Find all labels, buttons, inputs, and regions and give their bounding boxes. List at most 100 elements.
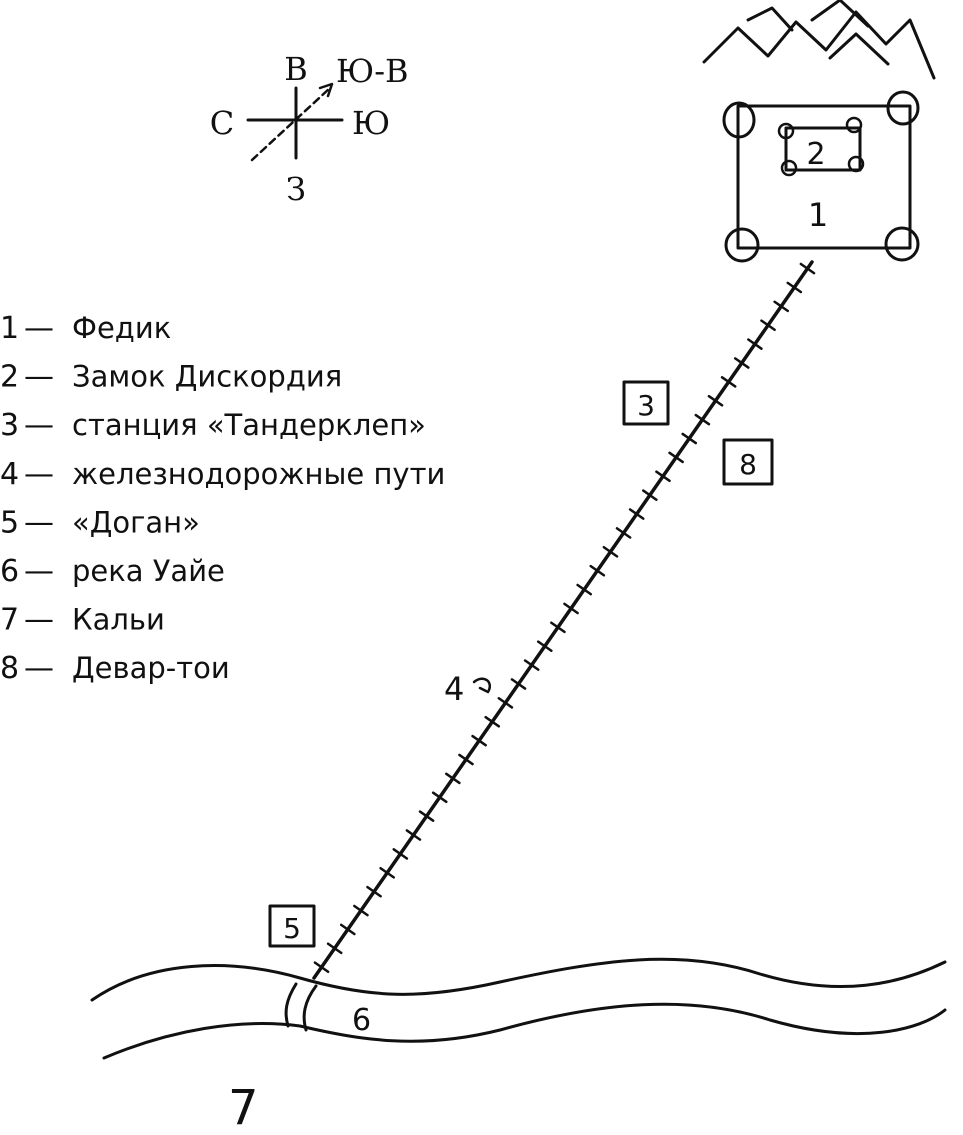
legend-number: 2 <box>0 360 19 395</box>
railroad-tie <box>510 678 527 690</box>
compass-arrow-icon <box>318 82 334 98</box>
compass-northeast-label: Ю-В <box>336 52 409 90</box>
bridge-right-edge <box>302 984 318 1032</box>
river-top-bank <box>90 957 947 1002</box>
legend-number: 7 <box>0 603 19 638</box>
railroad-tie <box>392 848 409 860</box>
railroad-tie <box>799 262 816 275</box>
marker-4: 4 <box>444 670 464 708</box>
railroad-tie <box>707 394 724 407</box>
legend-number: 5 <box>0 505 19 540</box>
railroad-tie <box>628 508 645 520</box>
river <box>90 957 947 1060</box>
legend-row: 5— «Доган» <box>0 505 200 540</box>
legend-dash: — <box>24 457 54 492</box>
legend-label: Девар-тои <box>72 651 230 685</box>
railroad-tie <box>642 489 658 501</box>
railroad-tie <box>418 810 435 822</box>
mountains-icon <box>702 0 936 80</box>
railroad-tie <box>536 640 553 653</box>
legend-number: 8 <box>0 651 19 686</box>
railroad-tie <box>366 885 382 898</box>
railroad-tie <box>747 338 763 350</box>
railroad-tie <box>694 413 711 426</box>
marker-3-box: 3 <box>622 380 670 426</box>
legend-label: железнодорожные пути <box>72 457 445 491</box>
legend-dash: — <box>24 603 54 638</box>
compass-east-label: Ю <box>352 104 390 142</box>
railroad-tie <box>379 866 395 879</box>
river-bottom-bank <box>102 1002 947 1060</box>
railroad-tie <box>773 300 789 313</box>
railroad-ties <box>313 262 816 974</box>
railroad-tie <box>602 545 619 558</box>
legend-label: река Уайе <box>72 554 225 588</box>
railroad-tie <box>497 697 514 709</box>
railroad-tie <box>589 564 606 577</box>
marker-2: 2 <box>806 137 825 172</box>
legend-row: 3—станция «Тандерклеп» <box>0 408 426 443</box>
railroad-tie <box>445 772 461 785</box>
marker-3: 3 <box>637 389 655 422</box>
railroad-tie <box>681 432 698 445</box>
marker-8: 8 <box>739 448 757 481</box>
railroad-tie <box>313 961 330 974</box>
legend-row: 2— Замок Дискордия <box>0 360 342 395</box>
railroad-tie <box>576 583 592 596</box>
railroad-tie <box>655 470 671 483</box>
legend-label: станция «Тандерклеп» <box>72 408 426 442</box>
legend-row: 4— железнодорожные пути <box>0 457 445 492</box>
railroad-tie <box>563 602 579 615</box>
railroad-tie <box>353 904 369 917</box>
compass-diagonal-dashed-line <box>250 86 332 162</box>
railroad-tracks <box>312 260 816 980</box>
legend-dash: — <box>24 651 54 686</box>
compass-north-label: В <box>284 50 308 88</box>
legend-dash: — <box>24 360 54 395</box>
legend-number: 4 <box>0 457 19 492</box>
compass-west-label: С <box>210 104 234 142</box>
railroad-tie <box>458 753 474 766</box>
legend-label: Федик <box>72 311 171 345</box>
marker-5-box: 5 <box>268 904 316 948</box>
railroad-tie <box>484 715 501 728</box>
railroad-tie <box>668 451 684 464</box>
compass-south-label: З <box>286 170 306 208</box>
railroad-tie <box>720 376 737 388</box>
railroad-tie <box>760 319 776 332</box>
legend-dash: — <box>24 311 54 346</box>
railroad-tie <box>471 734 487 747</box>
castle-tower-bottom-left <box>724 227 760 263</box>
marker-5: 5 <box>283 912 301 945</box>
railroad-tie <box>431 791 448 804</box>
legend-number: 1 <box>0 311 19 346</box>
railroad-tie <box>339 923 356 936</box>
legend-label: «Доган» <box>72 505 200 539</box>
railroad-tie <box>405 829 422 841</box>
legend-row: 8— Девар-тои <box>0 651 230 686</box>
marker-7: 7 <box>228 1080 259 1135</box>
castle-tower-bottom-right <box>884 226 920 262</box>
castle-tower-top-left <box>722 101 756 139</box>
railroad-tie <box>550 621 566 634</box>
marker-1: 1 <box>808 196 828 234</box>
castle-tower-top-right <box>886 90 920 126</box>
legend-row: 1— Федик <box>0 311 171 346</box>
railroad-tie <box>786 281 803 294</box>
castle-icon: 2 1 <box>722 90 920 263</box>
legend-number: 3 <box>0 408 19 443</box>
railroad-tie <box>733 357 750 369</box>
marker-6: 6 <box>352 1003 371 1038</box>
legend-row: 6—река Уайе <box>0 554 225 589</box>
legend-label: Замок Дискордия <box>72 360 342 394</box>
marker-4-arrow-icon <box>472 677 491 694</box>
legend-row: 7— Кальи <box>0 603 165 638</box>
legend-label: Кальи <box>72 603 165 637</box>
railroad-tie <box>523 659 540 671</box>
legend-dash: — <box>24 554 54 589</box>
compass-rose: В Ю-В С Ю З <box>210 50 409 208</box>
legend-dash: — <box>24 505 54 540</box>
railroad-tie <box>615 527 632 539</box>
